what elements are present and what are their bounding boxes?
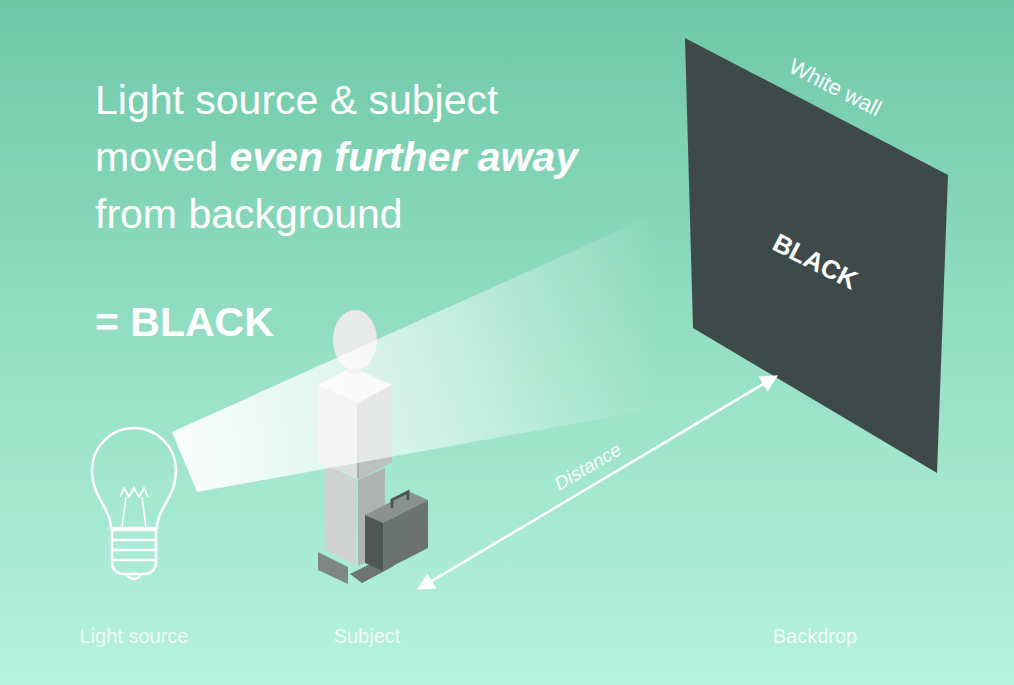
bulb-base [112, 530, 156, 579]
connector-layer [420, 377, 775, 588]
heading-text: from background [95, 191, 403, 237]
torso-front [318, 385, 358, 480]
foot [318, 552, 348, 584]
suit-line [357, 405, 359, 478]
node-outline [60, 425, 210, 650]
subject-figure: Subject [300, 315, 420, 650]
wall-panel [685, 38, 948, 473]
shape-group [318, 310, 428, 584]
backdrop-wall: White wallBLACKBackdrop [685, 38, 948, 473]
heading-block: Light source & subject moved even furthe… [95, 72, 595, 243]
torso-side [358, 385, 392, 480]
briefcase-handle [392, 492, 408, 508]
node-label: Light source [80, 624, 189, 648]
heading-text: even further away [229, 134, 578, 180]
node-label: Subject [334, 624, 401, 648]
bulb-filament [120, 488, 148, 528]
edge-label: Distance [551, 439, 626, 496]
distance-arrow [420, 377, 775, 588]
node-outline [300, 315, 420, 650]
bulb-glass [92, 428, 176, 528]
briefcase-front [365, 515, 383, 571]
light-beam [172, 212, 660, 492]
leg [325, 465, 355, 565]
shape-group [92, 428, 176, 579]
result-text: = BLACK [95, 294, 274, 351]
node-label: Backdrop [773, 624, 858, 648]
shape-group [685, 38, 948, 473]
light-bulb: Light source [60, 425, 210, 650]
head [333, 310, 377, 370]
briefcase-side [383, 500, 428, 571]
